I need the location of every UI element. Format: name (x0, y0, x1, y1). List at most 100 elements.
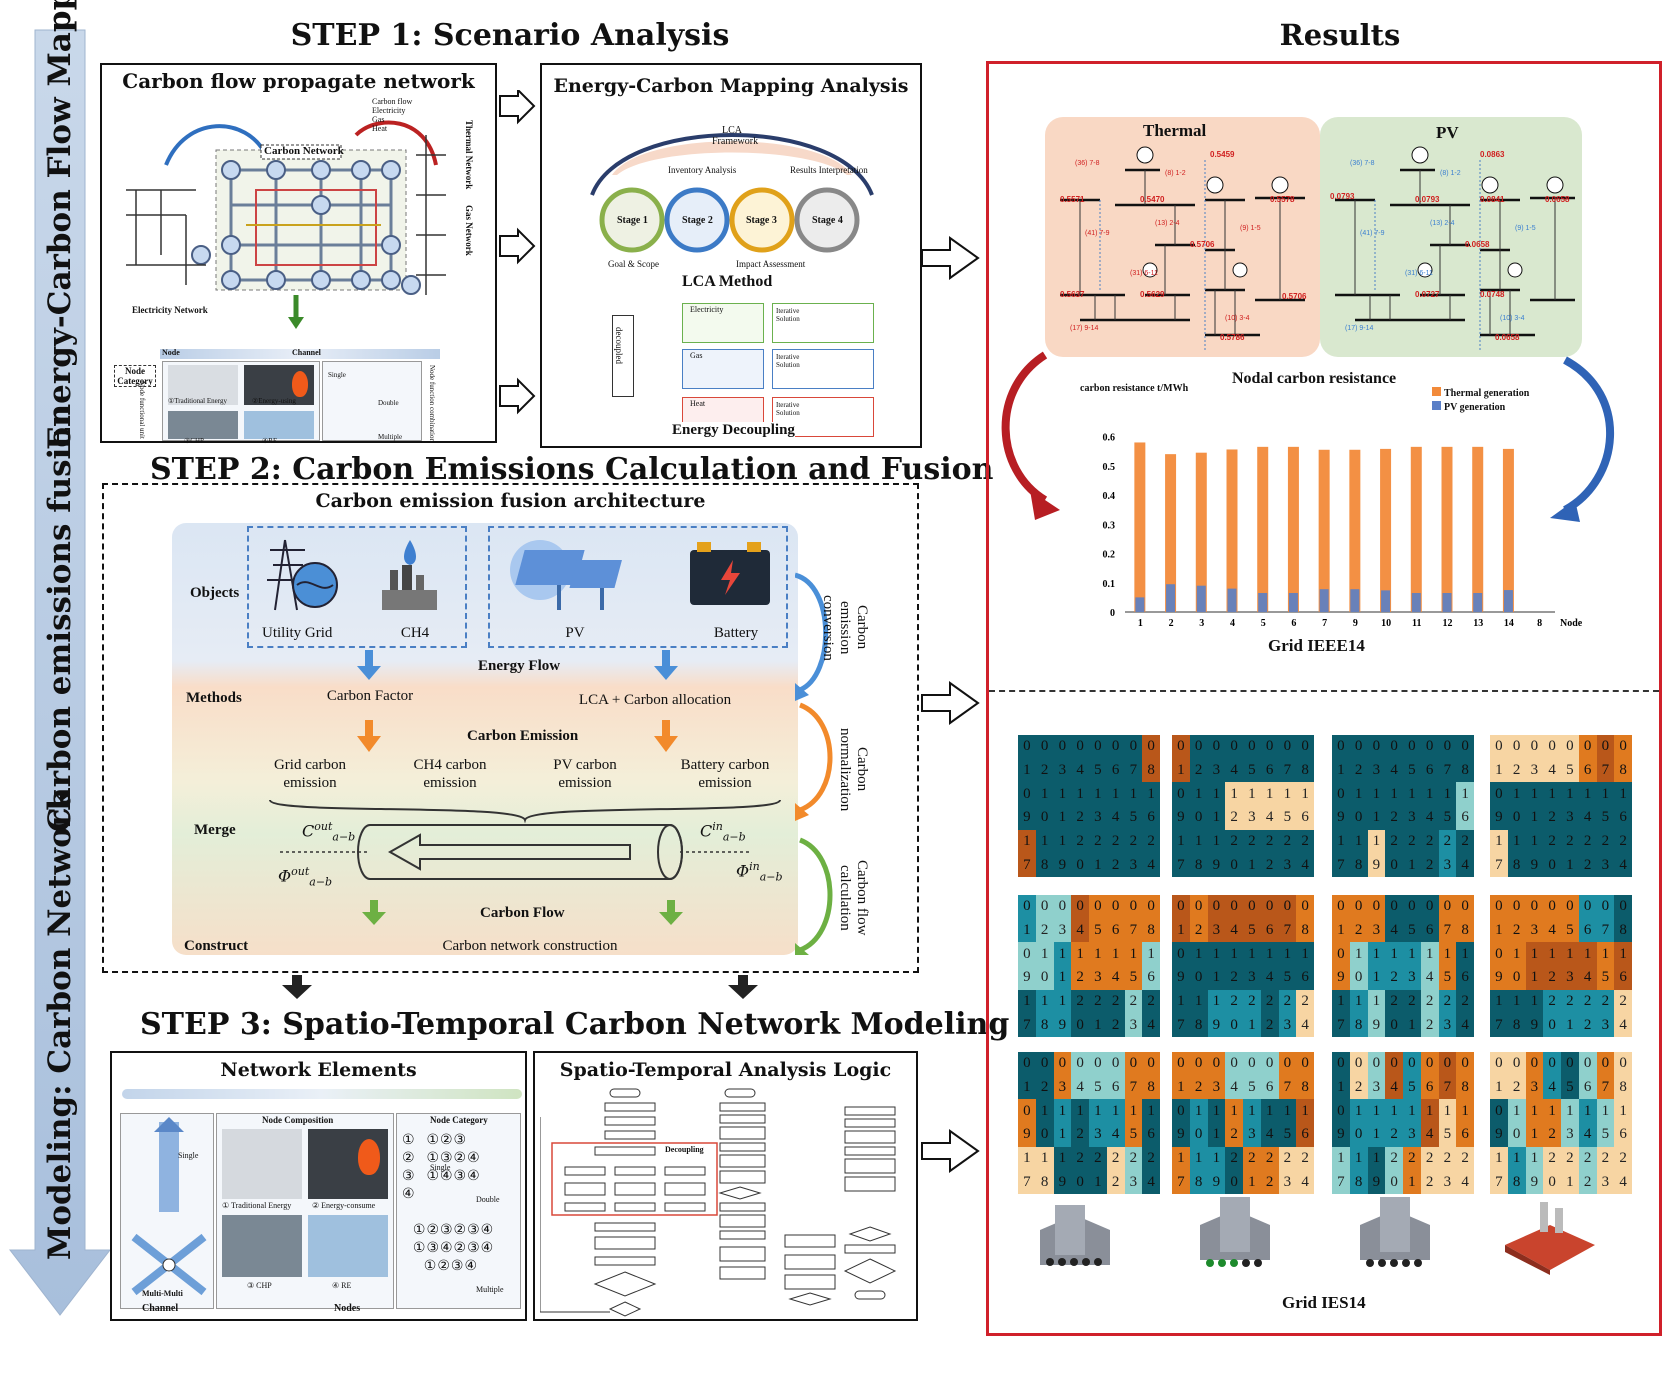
goal-scope-label: Goal & Scope (608, 259, 659, 269)
heatmap-cell: 9 (1367, 1013, 1386, 1037)
svg-text:(9) 1-5: (9) 1-5 (1240, 225, 1261, 232)
heatmap-cell: 1 (1053, 1122, 1072, 1147)
heatmap-cell: 3 (1124, 853, 1143, 877)
heatmap-cell: 1 (1089, 1013, 1107, 1037)
heatmap-cell: 7 (1490, 1170, 1508, 1194)
heatmap-cell: 1 (1243, 1170, 1261, 1194)
heatmap-cell: 1 (1018, 829, 1036, 854)
heatmap-cell: 2 (1142, 829, 1160, 854)
heatmap-cell: 0 (1507, 1052, 1526, 1076)
utility-grid-icon (267, 539, 338, 611)
node-label: Node (162, 348, 180, 357)
heatmap-cell: 0 (1614, 735, 1632, 759)
step2-down-arrows (282, 975, 758, 999)
heatmap-cell: 0 (1614, 895, 1632, 919)
heatmap-cell: 1 (1018, 1075, 1036, 1100)
stream-label: Gas (690, 351, 703, 360)
heatmap-cell: 1 (1260, 782, 1279, 806)
c-out-symbol: Couta−b (302, 820, 356, 844)
heatmap-cell: 8 (1507, 853, 1526, 877)
heatmap-cell: 0 (1207, 735, 1226, 759)
heatmap-cell: 4 (1578, 965, 1597, 990)
flowchart (540, 1088, 897, 1317)
heatmap-cell: 9 (1172, 965, 1190, 990)
heatmap-cell: 6 (1260, 918, 1279, 943)
heatmap-cell: 1 (1385, 1099, 1403, 1123)
heatmap-cell: 4 (1543, 758, 1561, 783)
x-tick-label: 12 (1443, 618, 1453, 629)
heatmap-cell: 1 (1543, 782, 1561, 806)
heatmap-cell: 5 (1124, 965, 1143, 990)
heatmap-cell: 9 (1018, 965, 1036, 990)
multiple-cat-label: Multiple (476, 1285, 504, 1294)
heatmap-cell: 1 (1243, 853, 1261, 877)
heatmap-cell: 9 (1207, 1013, 1226, 1037)
heatmap-cell: 1 (1053, 989, 1072, 1014)
pv-bar (1473, 593, 1483, 612)
heatmap-cell: 8 (1507, 1013, 1526, 1037)
heatmap-cell: 1 (1225, 942, 1243, 966)
pv-bar (1258, 593, 1268, 612)
heatmap-cell: 6 (1614, 805, 1632, 830)
heatmap-cell: 1 (1035, 1146, 1054, 1171)
heatmap-cell: 5 (1403, 1075, 1421, 1100)
methods-label: Methods (186, 690, 242, 706)
svg-text:(31) 6-11: (31) 6-11 (1405, 270, 1433, 277)
ch4-label: CH4 (400, 625, 430, 641)
pv-bar (1135, 597, 1145, 612)
heatmap-cell: 8 (1296, 1075, 1314, 1100)
heatmap-cell: 1 (1189, 989, 1208, 1014)
heatmap-cell: 8 (1507, 1170, 1526, 1194)
heatmap-cell: 1 (1525, 782, 1544, 806)
heatmap-cell: 1 (1525, 942, 1544, 966)
heatmap-cell: 1 (1385, 942, 1403, 966)
heatmap-cell: 0 (1035, 965, 1054, 990)
heatmap-cell: 3 (1403, 965, 1421, 990)
heatmap-cell: 2 (1385, 1146, 1403, 1171)
y-tick-label: 0.5 (1103, 462, 1116, 473)
heatmap-cell: 0 (1561, 1052, 1579, 1076)
heatmap-cell: 8 (1142, 758, 1160, 783)
heatmap-cell: 1 (1172, 829, 1190, 854)
heatmap-cell: 8 (1035, 853, 1054, 877)
heatmap-cell: 3 (1596, 1013, 1615, 1037)
unit-label: ④ RE (332, 1281, 352, 1290)
heatmap-cell: 8 (1349, 1170, 1368, 1194)
heatmap-cell: 5 (1403, 918, 1421, 943)
heatmap-cell: 3 (1438, 853, 1457, 877)
heatmap-cell: 0 (1172, 782, 1190, 806)
heatmap-cell: 2 (1596, 1146, 1615, 1171)
heatmap-cell: 7 (1018, 1013, 1036, 1037)
heatmap-cell: 2 (1578, 1013, 1597, 1037)
heatmap-cell: 7 (1172, 1013, 1190, 1037)
thermal-label: Thermal (1143, 121, 1207, 140)
heatmap-cell: 1 (1243, 1013, 1261, 1037)
heatmap-cell: 3 (1207, 758, 1226, 783)
heatmap-cell: 1 (1507, 829, 1526, 854)
bus-value: 0.0841 (1480, 195, 1505, 204)
re-image-3 (308, 1215, 388, 1277)
bus-value: 0.5459 (1210, 150, 1235, 159)
heatmap-cell: 7 (1438, 758, 1457, 783)
heatmap-cell: 1 (1053, 782, 1072, 806)
heatmap-cell: 1 (1349, 1099, 1368, 1123)
heatmap-cell: 5 (1561, 1075, 1579, 1100)
heatmap-cell: 1 (1403, 782, 1421, 806)
heatmap-cell: 3 (1561, 805, 1579, 830)
heatmap-cell: 2 (1614, 989, 1632, 1014)
heatmap-cell: 7 (1490, 1013, 1508, 1037)
thermal-bar (1318, 449, 1330, 612)
phi-out-symbol: Φouta−b (278, 865, 333, 889)
heatmap-cell: 2 (1578, 853, 1597, 877)
heatmap-cell: 4 (1385, 918, 1403, 943)
heatmap-cell: 1 (1525, 965, 1544, 990)
heatmap-cell: 6 (1106, 1075, 1125, 1100)
heatmap-cell: 2 (1420, 1170, 1439, 1194)
legend-pv-text: PV generation (1444, 402, 1506, 413)
heatmap-cell: 0 (1296, 895, 1314, 919)
objects-left-dashed (247, 526, 467, 648)
heatmap-cell: 6 (1296, 805, 1314, 830)
stream-label: Heat (690, 399, 706, 408)
heatmap-cell: 3 (1596, 853, 1615, 877)
